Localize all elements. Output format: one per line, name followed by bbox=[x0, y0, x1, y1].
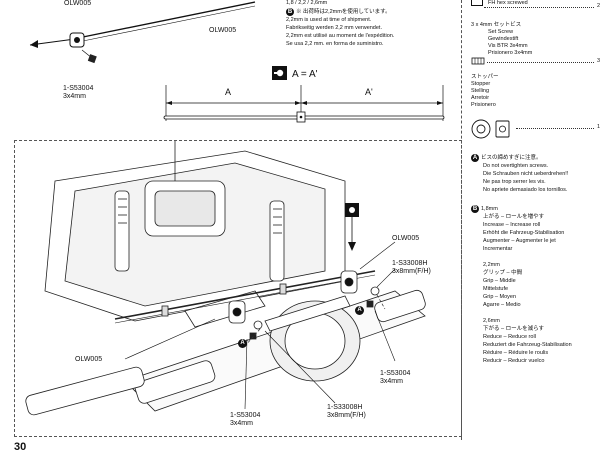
note-b1-line-1: 上がる – ロールを増やす bbox=[483, 214, 545, 220]
note-b3-line-0: 2,6mm bbox=[483, 318, 500, 324]
part-label-olw005: OLW005 bbox=[64, 0, 92, 7]
set-screw-qty: 3 bbox=[597, 58, 601, 64]
note-b2-line-4: Grip – Moyen bbox=[483, 294, 517, 300]
note-b2-line-5: Agarre – Medio bbox=[483, 302, 521, 308]
set-screw-icon bbox=[471, 57, 485, 65]
page-number: 30 bbox=[14, 441, 27, 453]
note-b3-line-5: Reducir – Reducir vuelco bbox=[483, 358, 545, 364]
note-b1-line-4: Augmenter – Augmenter le jet bbox=[483, 238, 556, 244]
badge-a-icon: A bbox=[355, 306, 364, 315]
part-label-screw-size: 3x4mm bbox=[63, 93, 86, 100]
note-b1-line-5: Incrementar bbox=[483, 246, 513, 252]
note-b2-line-2: Grip – Middle bbox=[483, 278, 516, 284]
part-label-olw005-rod: OLW005 bbox=[209, 27, 237, 34]
stopper-line-1: Stopper bbox=[471, 81, 491, 87]
assembly-label-s33008h-right-code: 1-S33008H bbox=[392, 260, 428, 267]
set-screw-line-1: Set Screw bbox=[488, 29, 514, 35]
assembly-label-s53004-right-size: 3x4mm bbox=[380, 378, 403, 385]
part-label-screw-code: 1-S53004 bbox=[63, 85, 94, 92]
set-screw-line-0: 3 x 4mm セットビス bbox=[471, 22, 522, 28]
assembly-label-s53004-left-code: 1-S53004 bbox=[230, 412, 261, 419]
stopper-qty: 1 bbox=[597, 124, 601, 130]
equation-label: A = A' bbox=[292, 69, 318, 80]
assembly-label-s53004-right-code: 1-S53004 bbox=[380, 370, 411, 377]
note-b1-line-0: 1,8mm bbox=[481, 206, 498, 212]
set-screw-line-2: Gewindestift bbox=[488, 36, 519, 42]
note-b3-line-4: Réduire – Réduire le roulis bbox=[483, 350, 549, 356]
hex-label: FH hex screwed bbox=[488, 0, 528, 6]
assembly-label-s33008h-right-size: 3x8mm(F/H) bbox=[392, 268, 431, 275]
hex-size-text: 1,8 / 2,2 / 2,6mm bbox=[286, 0, 328, 6]
assembly-label-s33008h-bottom-code: 1-S33008H bbox=[327, 404, 363, 411]
stabilizer-rod-diagram bbox=[29, 1, 256, 64]
note-b3-line-2: Reduce – Reduce roll bbox=[483, 334, 536, 340]
hex-note-1: 2,2mm is used at time of shipment. bbox=[286, 17, 372, 23]
stopper-icon bbox=[471, 119, 510, 139]
note-a-line-3: Ne pas trop serrer les vis. bbox=[483, 179, 546, 185]
stopper-line-3: Arretoir bbox=[471, 95, 490, 101]
badge-a-icon: A bbox=[471, 154, 479, 162]
dimension-a-prime-label: A' bbox=[365, 87, 373, 97]
note-a-line-1: Do not overtighten screws. bbox=[483, 163, 549, 169]
note-a-line-2: Die Schrauben nicht ueberdrehen!! bbox=[483, 171, 569, 177]
assembly-label-s53004-left-size: 3x4mm bbox=[230, 420, 253, 427]
assembly-label-olw005-right: OLW005 bbox=[392, 235, 420, 242]
stopper-line-0: ストッパー bbox=[471, 74, 499, 80]
note-b2-line-1: グリップ – 中間 bbox=[483, 270, 523, 276]
hex-screw-icon bbox=[471, 0, 483, 6]
hex-note-4: Se usa 2,2 mm. en forma de suministro. bbox=[286, 41, 384, 47]
hex-note-2: Fabrikseitig werden 2,2 mm verwendet. bbox=[286, 25, 382, 31]
note-a-line-4: No apriete demasiado los tornillos. bbox=[483, 187, 568, 193]
stopper-line-4: Prisionero bbox=[471, 102, 496, 108]
assembly-label-olw005-left: OLW005 bbox=[75, 356, 103, 363]
note-b3-line-1: 下がる – ロールを減らす bbox=[483, 326, 545, 332]
dimension-diagram bbox=[163, 85, 445, 123]
dimension-a-label: A bbox=[225, 87, 232, 97]
note-b3-line-3: Reduziert die Fahrzeug-Stabilisation bbox=[483, 342, 572, 348]
badge-b-icon: B bbox=[286, 8, 294, 16]
leader-dotted bbox=[516, 128, 594, 129]
badge-b-icon: B bbox=[471, 205, 479, 213]
note-b2-line-0: 2,2mm bbox=[483, 262, 500, 268]
leader-dotted bbox=[484, 7, 594, 8]
set-screw-line-4: Prisionero 3x4mm bbox=[488, 50, 533, 56]
column-divider bbox=[461, 0, 462, 440]
leader-dotted bbox=[487, 62, 594, 63]
set-screw-line-3: Vis BTR 3x4mm bbox=[488, 43, 528, 49]
hex-qty: 2 bbox=[597, 3, 601, 9]
chassis-assembly-illustration bbox=[25, 141, 426, 416]
wrench-icon bbox=[272, 66, 287, 80]
hex-note-3: 2,2mm est utilisé au moment de l'expédit… bbox=[286, 33, 395, 39]
note-a-line-0: ビスの締めすぎに注意。 bbox=[481, 155, 542, 161]
note-b1-line-2: Increase – Increase roll bbox=[483, 222, 541, 228]
badge-a-icon: A bbox=[238, 339, 247, 348]
assembly-label-s33008h-bottom-size: 3x8mm(F/H) bbox=[327, 412, 366, 419]
hex-note-0: ※ 出荷時は2,2mmを使用しています。 bbox=[296, 9, 391, 15]
note-b1-line-3: Erhöht die Fahrzeug-Stabilisation bbox=[483, 230, 565, 236]
note-b2-line-3: Mittelstufe bbox=[483, 286, 509, 292]
stopper-line-2: Stelling bbox=[471, 88, 490, 94]
